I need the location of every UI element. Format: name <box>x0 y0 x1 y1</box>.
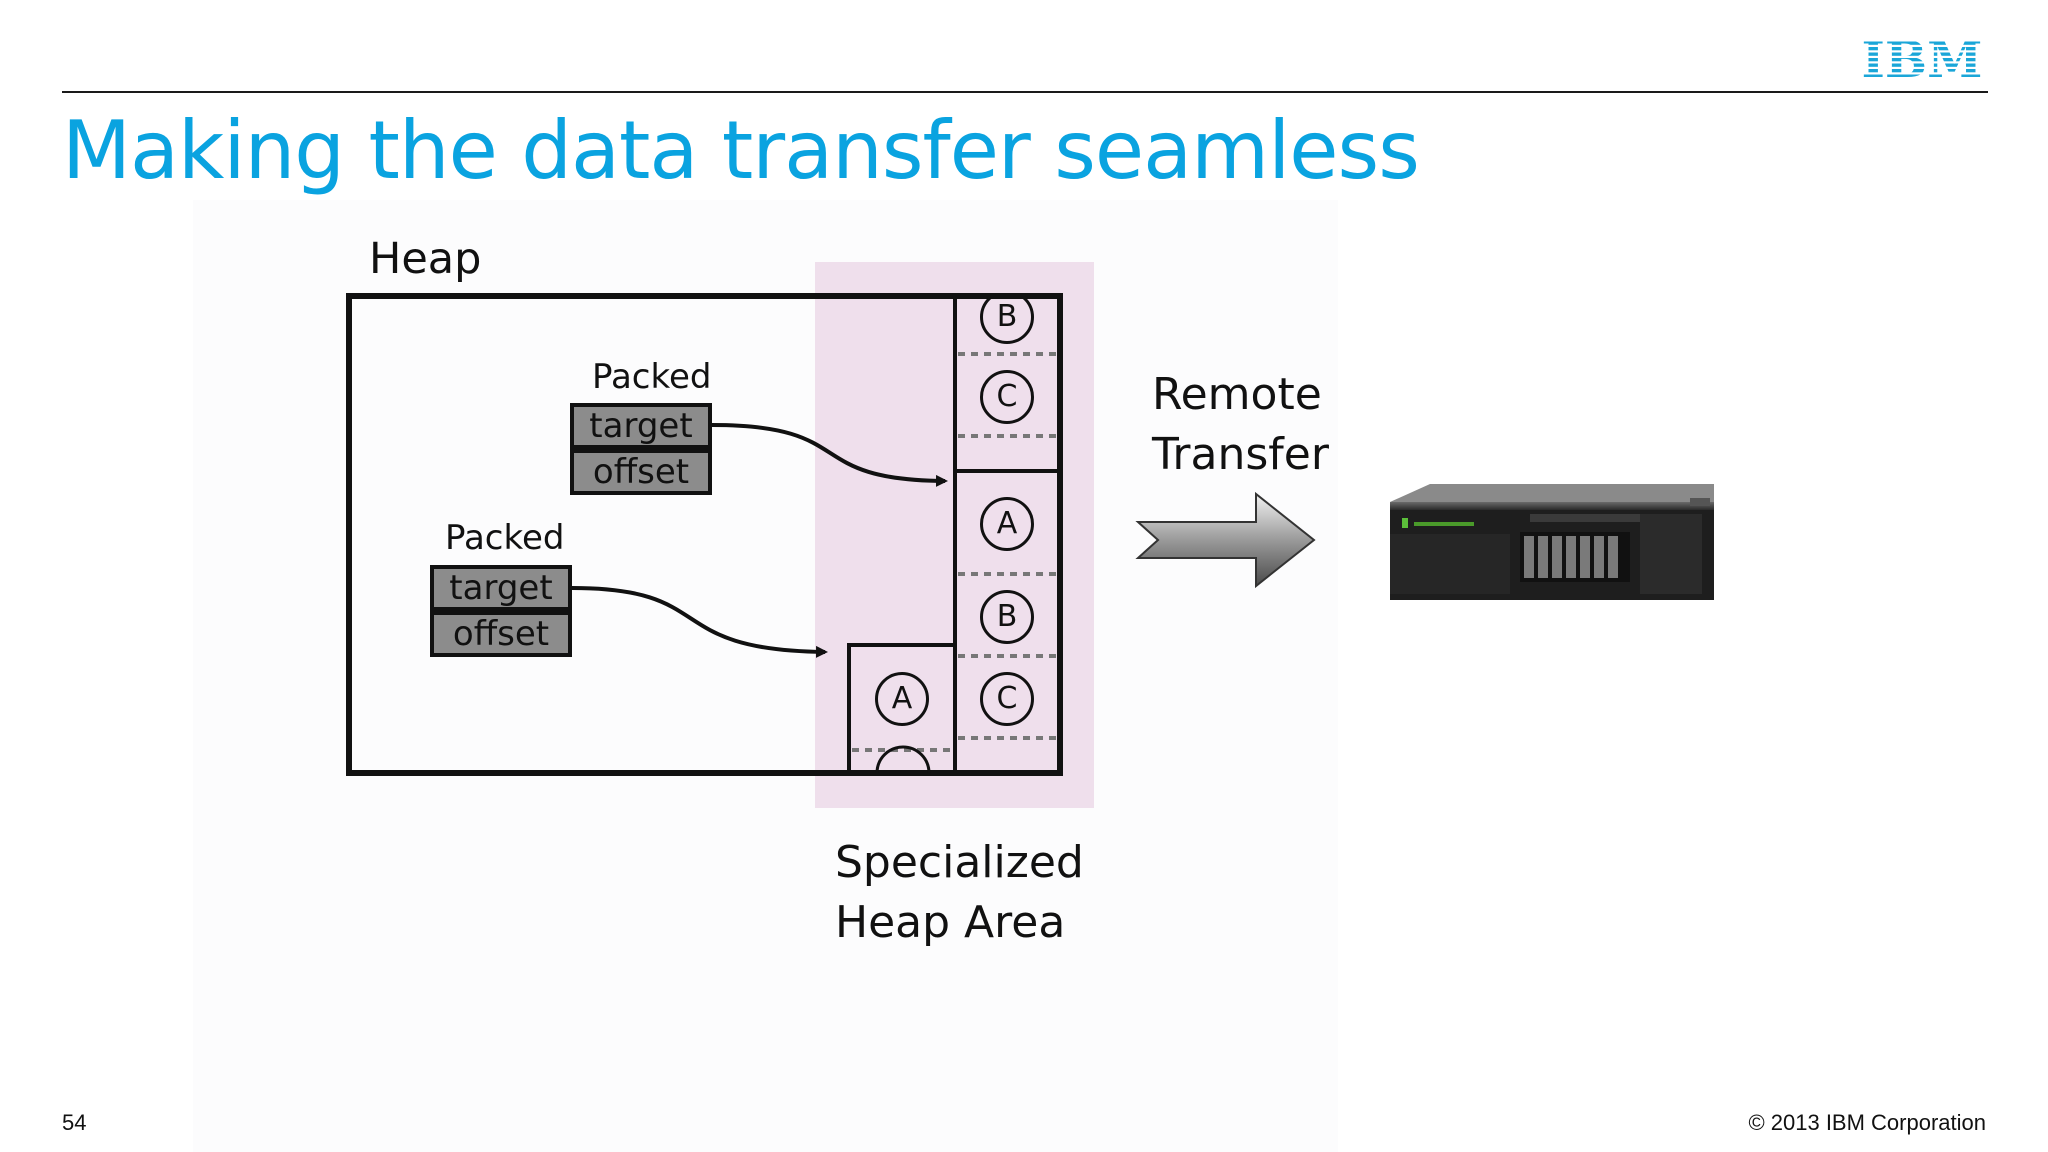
object-circle-a-low: A <box>875 672 929 726</box>
specialized-area-label-1: Specialized <box>835 837 1084 888</box>
object-circle-c-top: C <box>980 370 1034 424</box>
header-rule <box>62 91 1988 93</box>
slide-title: Making the data transfer seamless <box>62 104 1420 197</box>
arrow-packed-2 <box>571 586 828 658</box>
packed-label-2: Packed <box>445 518 565 558</box>
packed-2-target-field: target <box>430 565 572 611</box>
arrow-packed-1 <box>711 423 948 487</box>
heap-label: Heap <box>369 234 482 284</box>
copyright-text: © 2013 IBM Corporation <box>1748 1110 1986 1135</box>
object-circle-b-mid: B <box>980 590 1034 644</box>
object-circle-c-mid: C <box>980 672 1034 726</box>
ibm-logo-text: IBM <box>1862 36 1983 80</box>
server-image <box>1390 484 1714 600</box>
specialized-area-label-2: Heap Area <box>835 897 1066 948</box>
packed-label-1: Packed <box>592 357 712 397</box>
heap-box <box>346 293 1063 776</box>
packed-2-offset-field: offset <box>430 611 572 657</box>
object-box <box>847 643 955 773</box>
right-arrow-icon <box>1135 491 1316 589</box>
remote-transfer-label-2: Transfer <box>1152 429 1329 480</box>
object-circle-b-top: B <box>980 298 1034 344</box>
packed-1-offset-field: offset <box>570 449 712 495</box>
clipped-circle <box>875 745 931 774</box>
packed-1-target-field: target <box>570 403 712 449</box>
remote-transfer-label-1: Remote <box>1152 369 1322 420</box>
diagram-background <box>193 200 1338 1152</box>
page-number: 54 <box>62 1110 87 1135</box>
object-circle-a-mid: A <box>980 497 1034 551</box>
ibm-logo: IBM <box>1862 36 1983 80</box>
